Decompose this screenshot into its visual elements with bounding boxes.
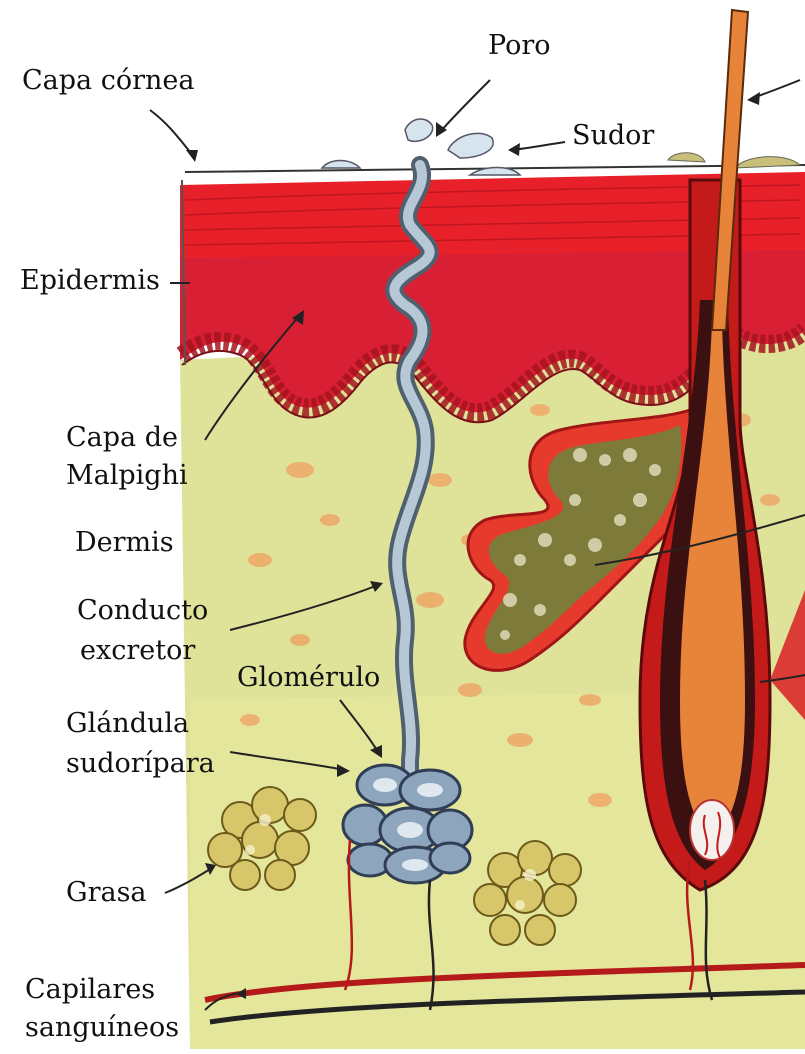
label-sudor: Sudor: [572, 118, 654, 154]
label-excretor: excretor: [80, 633, 195, 669]
label-conducto: Conducto: [77, 593, 208, 629]
label-capa-cornea: Capa córnea: [22, 63, 194, 99]
label-capa-de: Capa de: [66, 420, 178, 456]
label-glomerulo: Glomérulo: [237, 660, 380, 696]
arrow-poro: [440, 80, 490, 132]
label-dermis: Dermis: [75, 525, 174, 561]
label-malpighi: Malpighi: [66, 458, 188, 494]
label-sudoripara: sudorípara: [66, 746, 215, 782]
label-epidermis: Epidermis: [20, 263, 160, 299]
label-poro: Poro: [488, 28, 551, 64]
label-grasa: Grasa: [66, 875, 147, 911]
dermal-papilla: [690, 800, 734, 860]
label-capilares: Capilares: [25, 972, 155, 1008]
label-glandula: Glándula: [66, 706, 189, 742]
label-sanguineos: sanguíneos: [25, 1010, 179, 1046]
